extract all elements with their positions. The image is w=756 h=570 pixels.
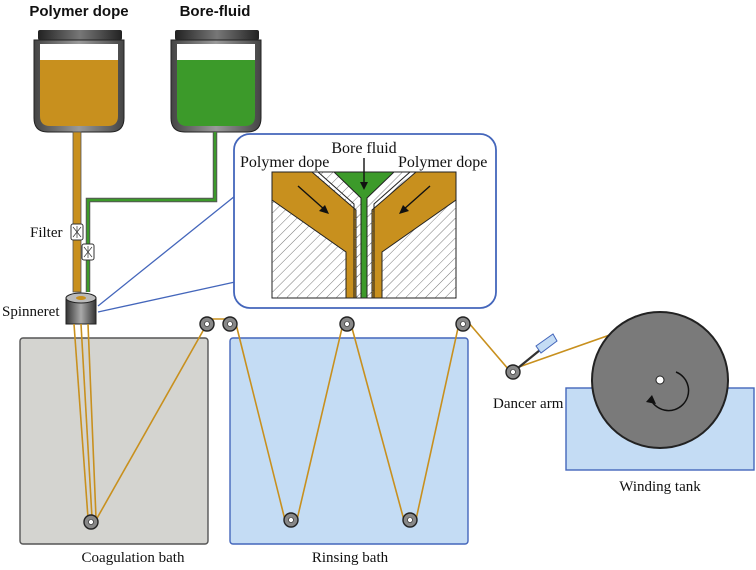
inset-callout-line-bottom <box>97 281 236 313</box>
spinneret-label: Spinneret <box>2 304 60 320</box>
inset-polymer-dope-right-label: Polymer dope <box>398 154 487 171</box>
bore-fluid-tank <box>170 30 262 133</box>
pulley-icon <box>199 316 215 332</box>
rinsing-bath <box>229 337 469 545</box>
polymer-dope-channel-right <box>371 171 457 299</box>
coagulation-bath <box>19 337 209 545</box>
inset-callout-line-top <box>97 195 236 307</box>
bore-fluid-tank-label: Bore-fluid <box>180 3 251 20</box>
flow-arrow-icon <box>360 158 368 190</box>
counterclockwise-arrow-icon <box>646 371 690 412</box>
pulley-icon <box>283 512 299 528</box>
bore-fluid-tank-liquid <box>177 60 255 126</box>
bore-fluid-tank-headspace <box>177 44 255 60</box>
pulley-icon <box>83 514 99 530</box>
spinneret-cross-section <box>271 158 457 299</box>
pulley-icon <box>455 316 471 332</box>
spinneret-detail-inset: Bore fluid Polymer dope Polymer dope <box>97 133 497 313</box>
dancer-arm-label: Dancer arm <box>493 396 564 412</box>
bore-fluid-feed-line <box>85 132 218 292</box>
bore-fluid-tank-cap <box>175 30 259 40</box>
filter-label: Filter <box>30 225 63 241</box>
coagulation-bath-label: Coagulation bath <box>82 550 185 566</box>
pulley-icon <box>402 512 418 528</box>
dancer-arm <box>505 333 558 380</box>
polymer-dope-tank-headspace <box>40 44 118 60</box>
inset-bore-fluid-label: Bore fluid <box>331 140 396 157</box>
bore-fluid-channel <box>332 171 396 299</box>
polymer-dope-tank <box>33 30 125 133</box>
polymer-dope-tank-label: Polymer dope <box>29 3 128 20</box>
polymer-dope-tank-cap <box>38 30 122 40</box>
inset-polymer-dope-left-label: Polymer dope <box>240 154 329 171</box>
flow-arrow-icon <box>399 185 431 214</box>
polymer-dope-tank-liquid <box>40 60 118 126</box>
hollow-fiber-path <box>73 317 659 525</box>
winding-drum <box>591 311 729 449</box>
filter-icon <box>81 243 95 261</box>
rinsing-bath-label: Rinsing bath <box>312 550 389 566</box>
winding-tank-label: Winding tank <box>619 479 701 495</box>
polymer-dope-channel-left <box>271 171 357 299</box>
pulley-icon <box>339 316 355 332</box>
pulley-icon <box>222 316 238 332</box>
flow-arrow-icon <box>297 185 329 214</box>
polymer-dope-feed-line <box>72 131 82 293</box>
filter-icon <box>70 223 84 241</box>
spinneret <box>65 292 97 325</box>
